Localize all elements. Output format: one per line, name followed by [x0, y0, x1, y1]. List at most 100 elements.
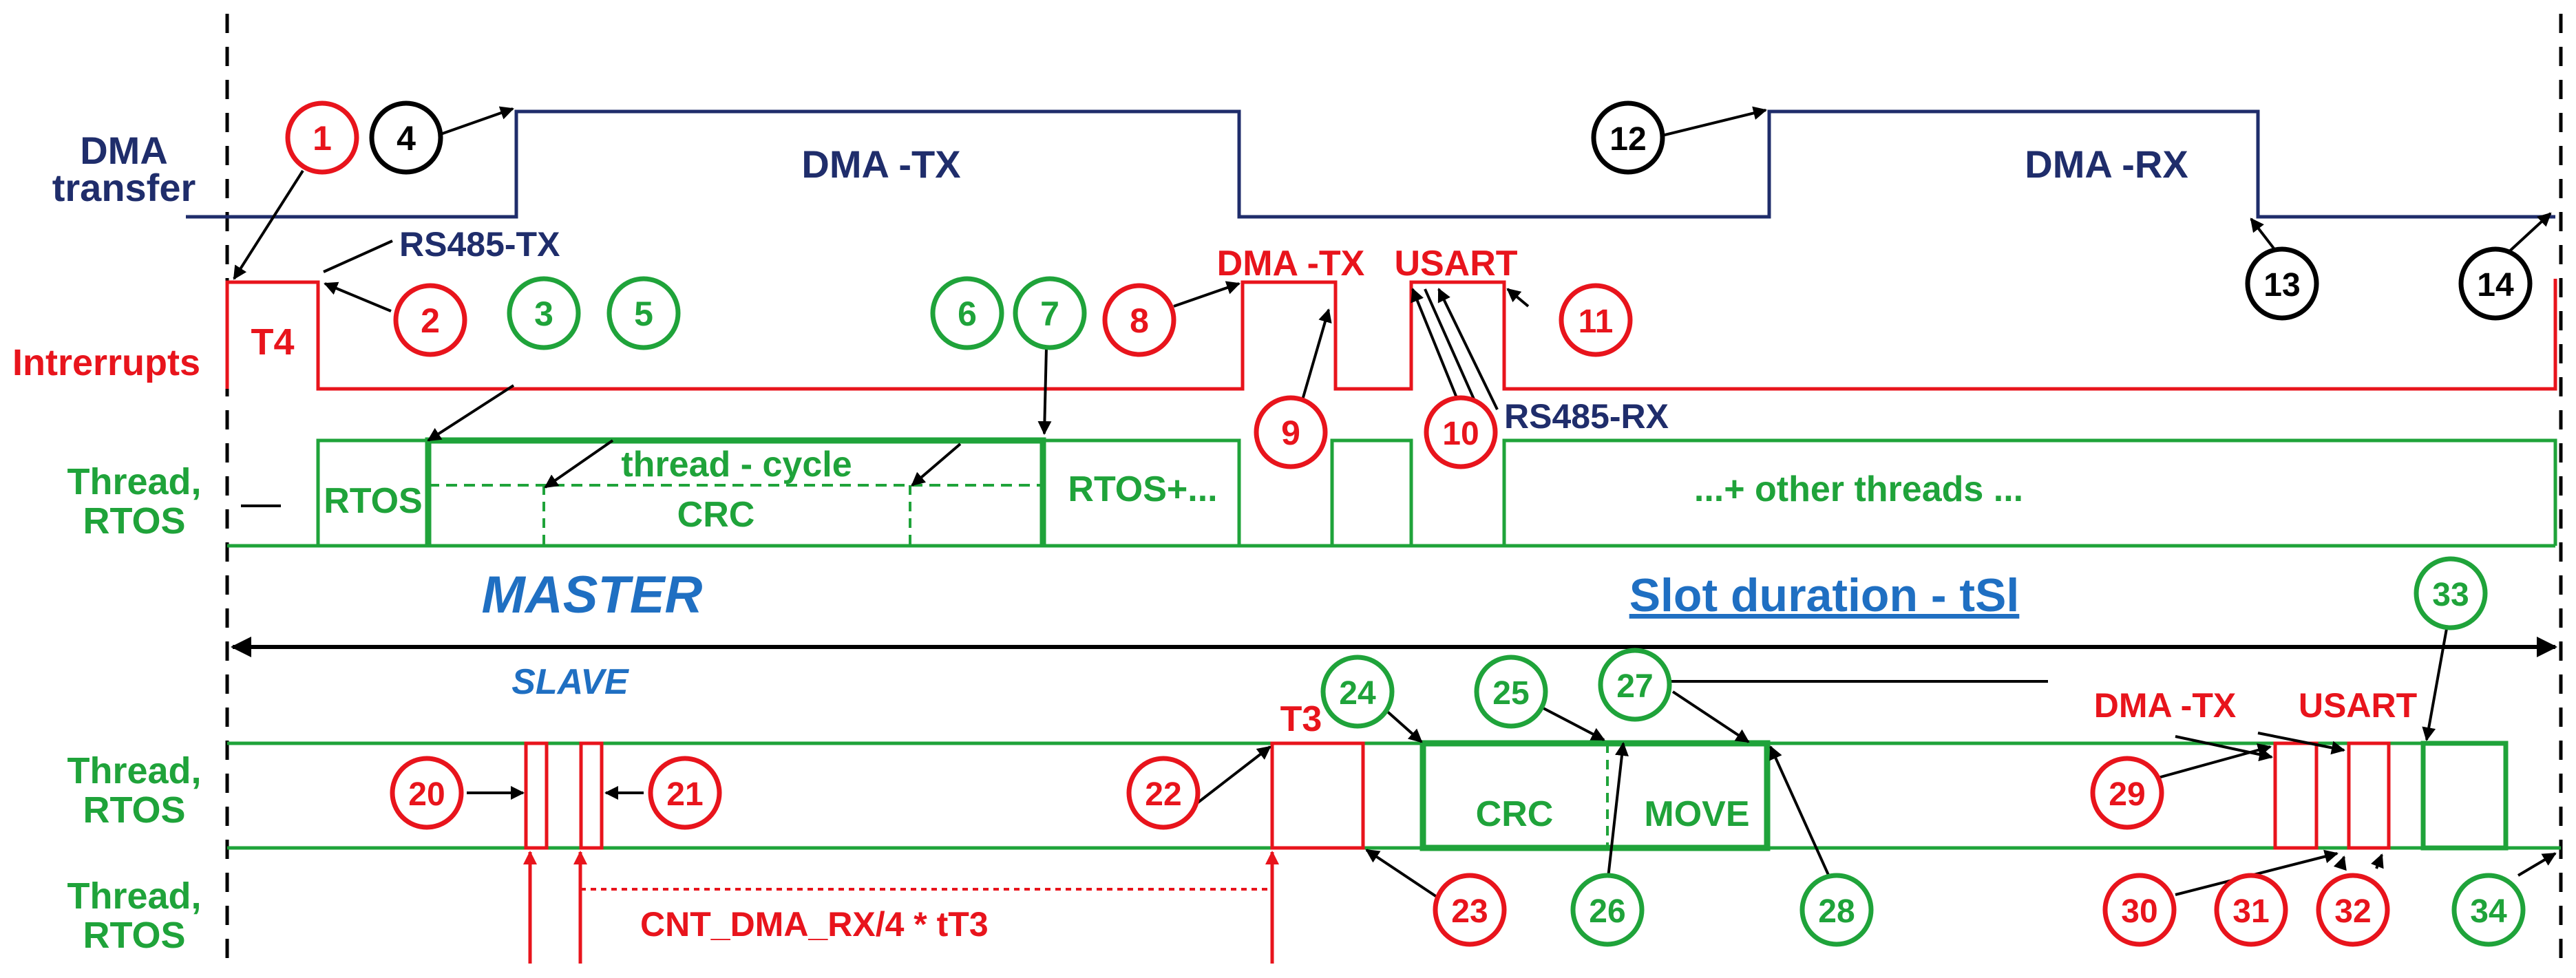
interrupt-signal — [225, 279, 2557, 391]
slave-final-block — [2420, 741, 2509, 851]
marker-4: 4 — [369, 100, 443, 175]
marker-6: 6 — [930, 276, 1004, 350]
thread-cycle-label: thread - cycle — [621, 445, 852, 485]
dma-tx-label: DMA -TX — [801, 142, 960, 186]
marker-13: 13 — [2245, 246, 2319, 321]
thread-row-title-2: RTOS — [83, 500, 185, 542]
marker-33: 33 — [2414, 556, 2488, 630]
svg-text:22: 22 — [1145, 776, 1181, 813]
svg-text:30: 30 — [2121, 893, 2157, 930]
svg-text:8: 8 — [1130, 301, 1149, 340]
svg-text:24: 24 — [1339, 675, 1376, 712]
marker-30: 30 — [2102, 873, 2177, 947]
marker-21: 21 — [648, 756, 722, 830]
dma-rx-label: DMA -RX — [2025, 142, 2188, 186]
marker-31: 31 — [2214, 873, 2288, 947]
svg-text:6: 6 — [958, 295, 977, 333]
marker-22: 22 — [1126, 756, 1201, 830]
marker-9: 9 — [1254, 395, 1328, 469]
svg-text:34: 34 — [2470, 893, 2507, 930]
slave-label: SLAVE — [511, 662, 629, 702]
svg-text:25: 25 — [1492, 675, 1529, 712]
bottom-thread-title: Thread, — [67, 875, 201, 917]
marker-7: 7 — [1013, 276, 1087, 350]
svg-text:21: 21 — [666, 776, 703, 813]
t3-pulse — [1270, 741, 1365, 850]
slave-thread-title: Thread, — [67, 750, 201, 791]
marker-25: 25 — [1474, 655, 1548, 729]
dma-row-title: DMA — [80, 129, 168, 172]
svg-text:29: 29 — [2109, 776, 2145, 813]
marker-12: 12 — [1591, 100, 1665, 175]
svg-text:2: 2 — [421, 301, 440, 340]
marker-23: 23 — [1433, 873, 1507, 947]
svg-text:11: 11 — [1579, 304, 1614, 340]
slave-thread-title-2: RTOS — [83, 789, 185, 831]
svg-text:20: 20 — [408, 776, 445, 813]
svg-text:10: 10 — [1442, 416, 1479, 452]
dma-signal — [186, 109, 2555, 219]
slave-dma-tx-label: DMA -TX — [2094, 686, 2236, 725]
crc-label: CRC — [677, 495, 755, 535]
marker-2: 2 — [393, 283, 467, 357]
slave-pulse-21 — [579, 741, 604, 850]
marker-26: 26 — [1570, 873, 1645, 947]
marker-34: 34 — [2451, 873, 2526, 947]
marker-10: 10 — [1424, 395, 1498, 469]
marker-1: 1 — [285, 100, 359, 175]
marker-20: 20 — [390, 756, 464, 830]
svg-text:26: 26 — [1589, 893, 1625, 930]
t4-label: T4 — [251, 321, 294, 363]
svg-text:23: 23 — [1451, 893, 1488, 930]
svg-text:5: 5 — [634, 295, 653, 333]
other-threads-label: ...+ other threads ... — [1694, 469, 2023, 509]
rs485-rx-label: RS485-RX — [1504, 397, 1669, 436]
marker-27: 27 — [1598, 648, 1672, 722]
slave-usart-pulse — [2347, 741, 2391, 850]
marker-29: 29 — [2090, 756, 2164, 830]
crc-move-block — [1419, 740, 1771, 851]
marker-24: 24 — [1320, 655, 1395, 729]
svg-text:13: 13 — [2263, 267, 2300, 304]
svg-text:4: 4 — [397, 119, 416, 158]
marker-28: 28 — [1799, 873, 1874, 947]
rtos-plus-label: RTOS+... — [1068, 469, 1217, 509]
move-label: MOVE — [1644, 794, 1749, 834]
thread-cycle-box — [425, 437, 1046, 546]
irq-usart-label: USART — [1394, 244, 1517, 284]
svg-text:1: 1 — [313, 119, 332, 158]
marker-11: 11 — [1559, 283, 1633, 357]
slot-duration-label: Slot duration - tSl — [1629, 569, 2020, 621]
marker-3: 3 — [507, 276, 581, 350]
svg-text:28: 28 — [1818, 893, 1855, 930]
pointer-arrows — [233, 106, 2557, 906]
slave-crc-label: CRC — [1476, 794, 1554, 834]
svg-text:9: 9 — [1281, 414, 1300, 452]
dma-row-title-2: transfer — [52, 166, 196, 209]
rtos-label: RTOS — [324, 481, 423, 521]
slave-dma-pulse — [2273, 741, 2319, 850]
thread-row-title: Thread, — [67, 461, 201, 502]
svg-text:3: 3 — [534, 295, 553, 333]
svg-text:7: 7 — [1040, 295, 1059, 333]
marker-14: 14 — [2458, 246, 2533, 321]
master-label: MASTER — [482, 566, 703, 624]
rs485-tx-label: RS485-TX — [399, 225, 560, 264]
svg-text:33: 33 — [2432, 577, 2469, 613]
marker-32: 32 — [2316, 873, 2390, 947]
svg-text:12: 12 — [1609, 121, 1646, 158]
cnt-formula: CNT_DMA_RX/4 * tT3 — [640, 905, 989, 944]
svg-text:27: 27 — [1616, 668, 1653, 705]
bottom-thread-title-2: RTOS — [83, 915, 185, 956]
svg-text:14: 14 — [2477, 267, 2514, 304]
svg-text:31: 31 — [2232, 893, 2269, 930]
irq-dma-tx-label: DMA -TX — [1217, 244, 1365, 284]
slave-pulse-20 — [524, 741, 549, 850]
t3-label: T3 — [1280, 699, 1322, 739]
slave-usart-label: USART — [2299, 686, 2417, 725]
svg-text:32: 32 — [2334, 893, 2371, 930]
interrupts-row-title: Intrerrupts — [12, 342, 200, 383]
marker-8: 8 — [1102, 283, 1176, 357]
marker-5: 5 — [606, 276, 681, 350]
